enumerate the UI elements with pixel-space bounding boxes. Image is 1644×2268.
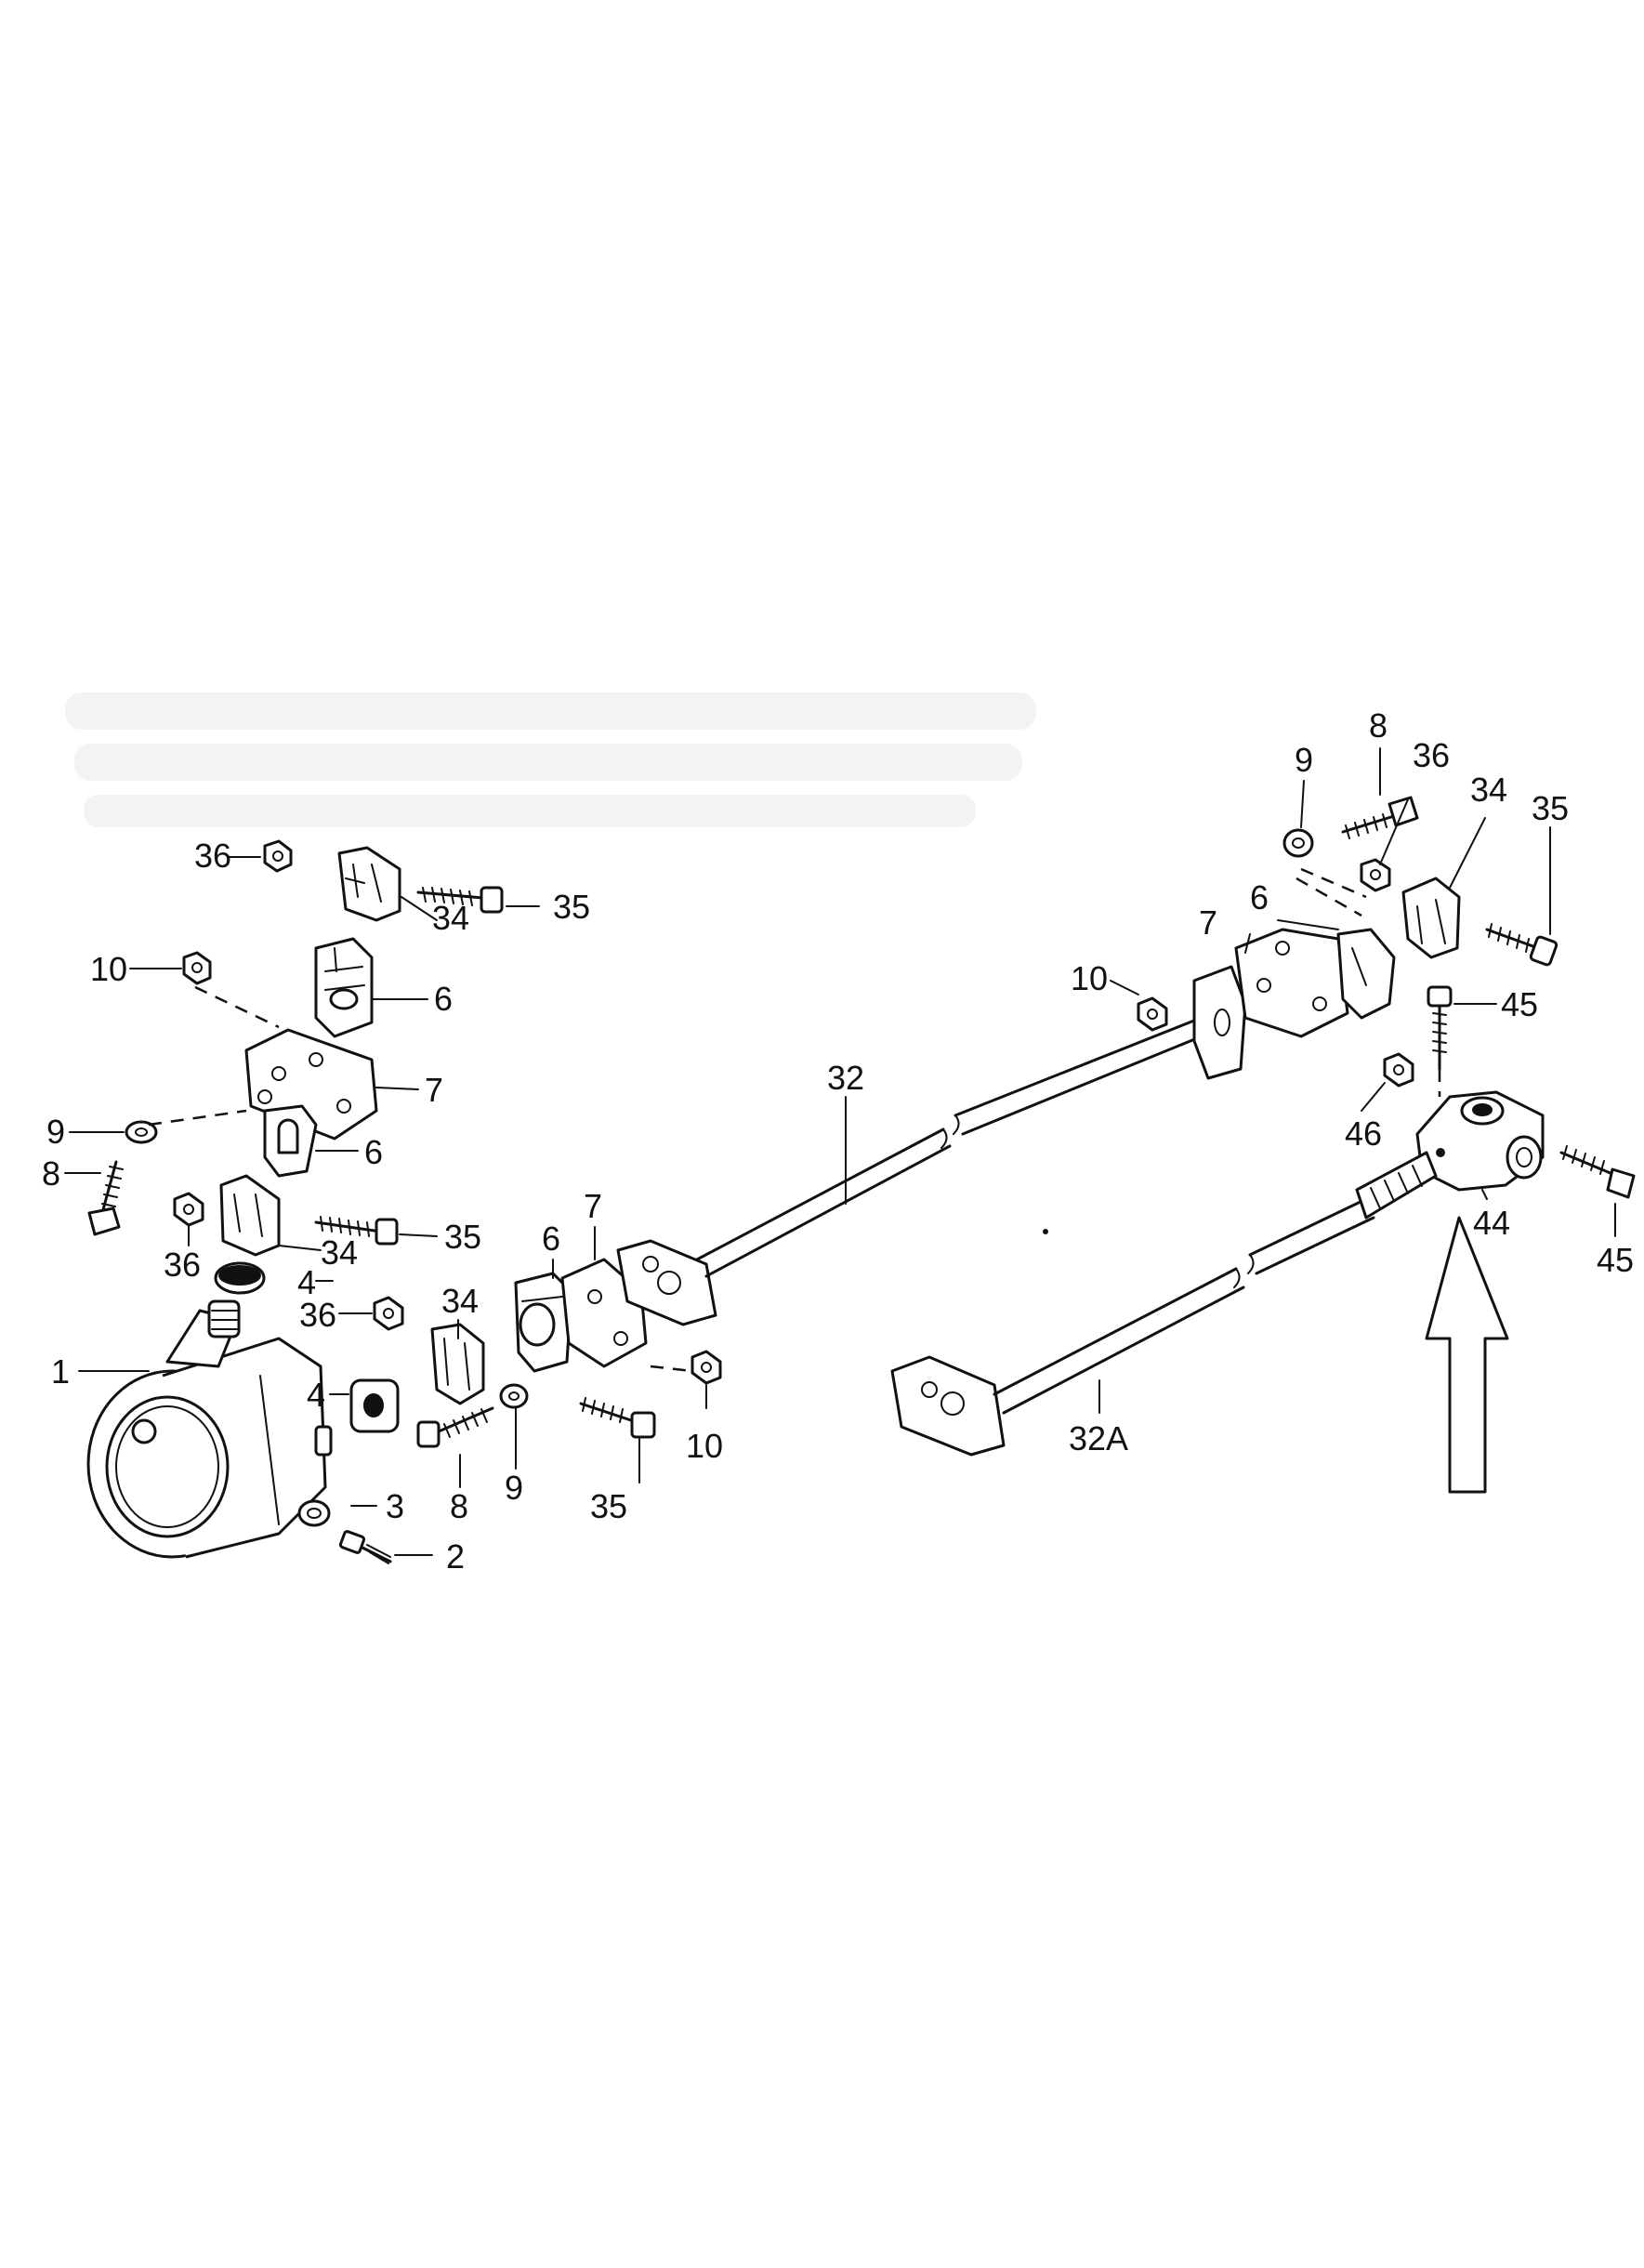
part-1-housing bbox=[86, 1299, 333, 1559]
part-6-clamp-upper-left bbox=[314, 937, 374, 1038]
part-6-clamp-center bbox=[514, 1272, 573, 1373]
callout-4-lower: 4 bbox=[307, 1376, 325, 1414]
part-6-clamp-lower-left bbox=[263, 1104, 318, 1178]
part-7-plate-right bbox=[1234, 928, 1349, 1038]
callout-44: 44 bbox=[1473, 1204, 1510, 1242]
part-9-washer-center bbox=[499, 1383, 529, 1409]
part-35-bolt-right bbox=[1485, 923, 1559, 967]
part-9-washer-left bbox=[125, 1120, 158, 1144]
callout-10-shaft: 10 bbox=[1071, 959, 1108, 997]
callout-6-right: 6 bbox=[1250, 878, 1269, 916]
part-8-bolt-left bbox=[87, 1160, 124, 1236]
callout-35-mid-left: 35 bbox=[444, 1218, 481, 1256]
part-36-nut-lower-left bbox=[373, 1296, 404, 1331]
part-34-clamp-right bbox=[1401, 877, 1461, 959]
callout-3: 3 bbox=[386, 1487, 404, 1525]
up-arrow-icon bbox=[1425, 1216, 1509, 1494]
callouts: 36 34 35 10 6 7 6 9 8 36 34 35 4 36 1 4 … bbox=[42, 706, 1634, 1576]
callout-9-right: 9 bbox=[1295, 741, 1313, 779]
callout-45-top: 45 bbox=[1501, 985, 1538, 1023]
callout-7-right: 7 bbox=[1199, 903, 1217, 942]
part-34-clamp-center bbox=[430, 1323, 485, 1405]
callout-35-right: 35 bbox=[1532, 789, 1569, 827]
leader-lines bbox=[64, 747, 1616, 1556]
assembly-dashed-lines bbox=[148, 867, 1441, 1373]
part-34-clamp-mid-left bbox=[219, 1174, 281, 1257]
part-6-clamp-right bbox=[1336, 928, 1396, 1020]
callout-45-bottom: 45 bbox=[1597, 1241, 1634, 1279]
callout-10-left: 10 bbox=[90, 950, 127, 988]
scan-smudge bbox=[65, 692, 1036, 827]
part-46-nut bbox=[1383, 1052, 1414, 1088]
callout-36-mid-left: 36 bbox=[164, 1246, 201, 1284]
part-35-bolt-center bbox=[579, 1397, 656, 1439]
part-9-washer-right bbox=[1282, 828, 1314, 858]
part-10-nut-shaft bbox=[1137, 996, 1168, 1032]
part-2-bolt bbox=[338, 1530, 392, 1564]
callout-35-center: 35 bbox=[590, 1487, 627, 1525]
callout-34-center: 34 bbox=[441, 1282, 479, 1320]
callout-9-left: 9 bbox=[46, 1113, 65, 1151]
part-35-bolt-mid-left bbox=[314, 1216, 399, 1246]
callout-36-right: 36 bbox=[1413, 736, 1450, 774]
callout-8-center: 8 bbox=[450, 1487, 468, 1525]
callout-8-left: 8 bbox=[42, 1154, 60, 1193]
callout-6-center: 6 bbox=[542, 1220, 560, 1258]
part-36-nut-right bbox=[1360, 858, 1391, 892]
stray-dot bbox=[1043, 1229, 1048, 1234]
callout-8-right: 8 bbox=[1369, 706, 1388, 745]
part-36-nut-mid-left bbox=[173, 1192, 204, 1227]
callout-36-top-left: 36 bbox=[194, 837, 231, 875]
part-8-bolt-center bbox=[416, 1406, 494, 1448]
part-4-bushing-upper bbox=[214, 1261, 266, 1295]
callout-34-right: 34 bbox=[1470, 771, 1507, 809]
callout-7-left: 7 bbox=[425, 1071, 443, 1109]
part-4-bushing-lower bbox=[349, 1378, 400, 1433]
callout-35-top-left: 35 bbox=[553, 888, 590, 926]
callout-4-upper: 4 bbox=[297, 1263, 316, 1301]
part-35-bolt-top-left bbox=[416, 886, 504, 914]
part-10-nut-left bbox=[182, 951, 212, 985]
callout-2: 2 bbox=[446, 1537, 465, 1576]
part-36-nut-top-left bbox=[263, 839, 293, 873]
callout-32a: 32A bbox=[1069, 1419, 1128, 1457]
callout-9-center: 9 bbox=[505, 1469, 523, 1507]
part-45-bolt-vertical bbox=[1427, 985, 1453, 1071]
callout-36-lower-left: 36 bbox=[299, 1296, 336, 1334]
part-10-nut-center bbox=[690, 1350, 722, 1385]
callout-6-lower-left: 6 bbox=[364, 1133, 383, 1171]
part-32-shaft bbox=[616, 965, 1247, 1326]
callout-7-center: 7 bbox=[584, 1187, 602, 1225]
callout-6-upper-left: 6 bbox=[434, 980, 453, 1018]
callout-34-mid-left: 34 bbox=[321, 1233, 358, 1272]
part-32a-shaft bbox=[890, 1151, 1438, 1457]
part-3-washer bbox=[297, 1499, 331, 1527]
callout-1: 1 bbox=[51, 1352, 70, 1391]
part-45-bolt-horizontal bbox=[1559, 1145, 1636, 1199]
callout-34-top-left: 34 bbox=[432, 899, 469, 937]
callout-32: 32 bbox=[827, 1059, 864, 1097]
callout-46: 46 bbox=[1345, 1114, 1382, 1153]
callout-10-center: 10 bbox=[686, 1427, 723, 1465]
part-34-clamp-top-left bbox=[337, 846, 401, 922]
